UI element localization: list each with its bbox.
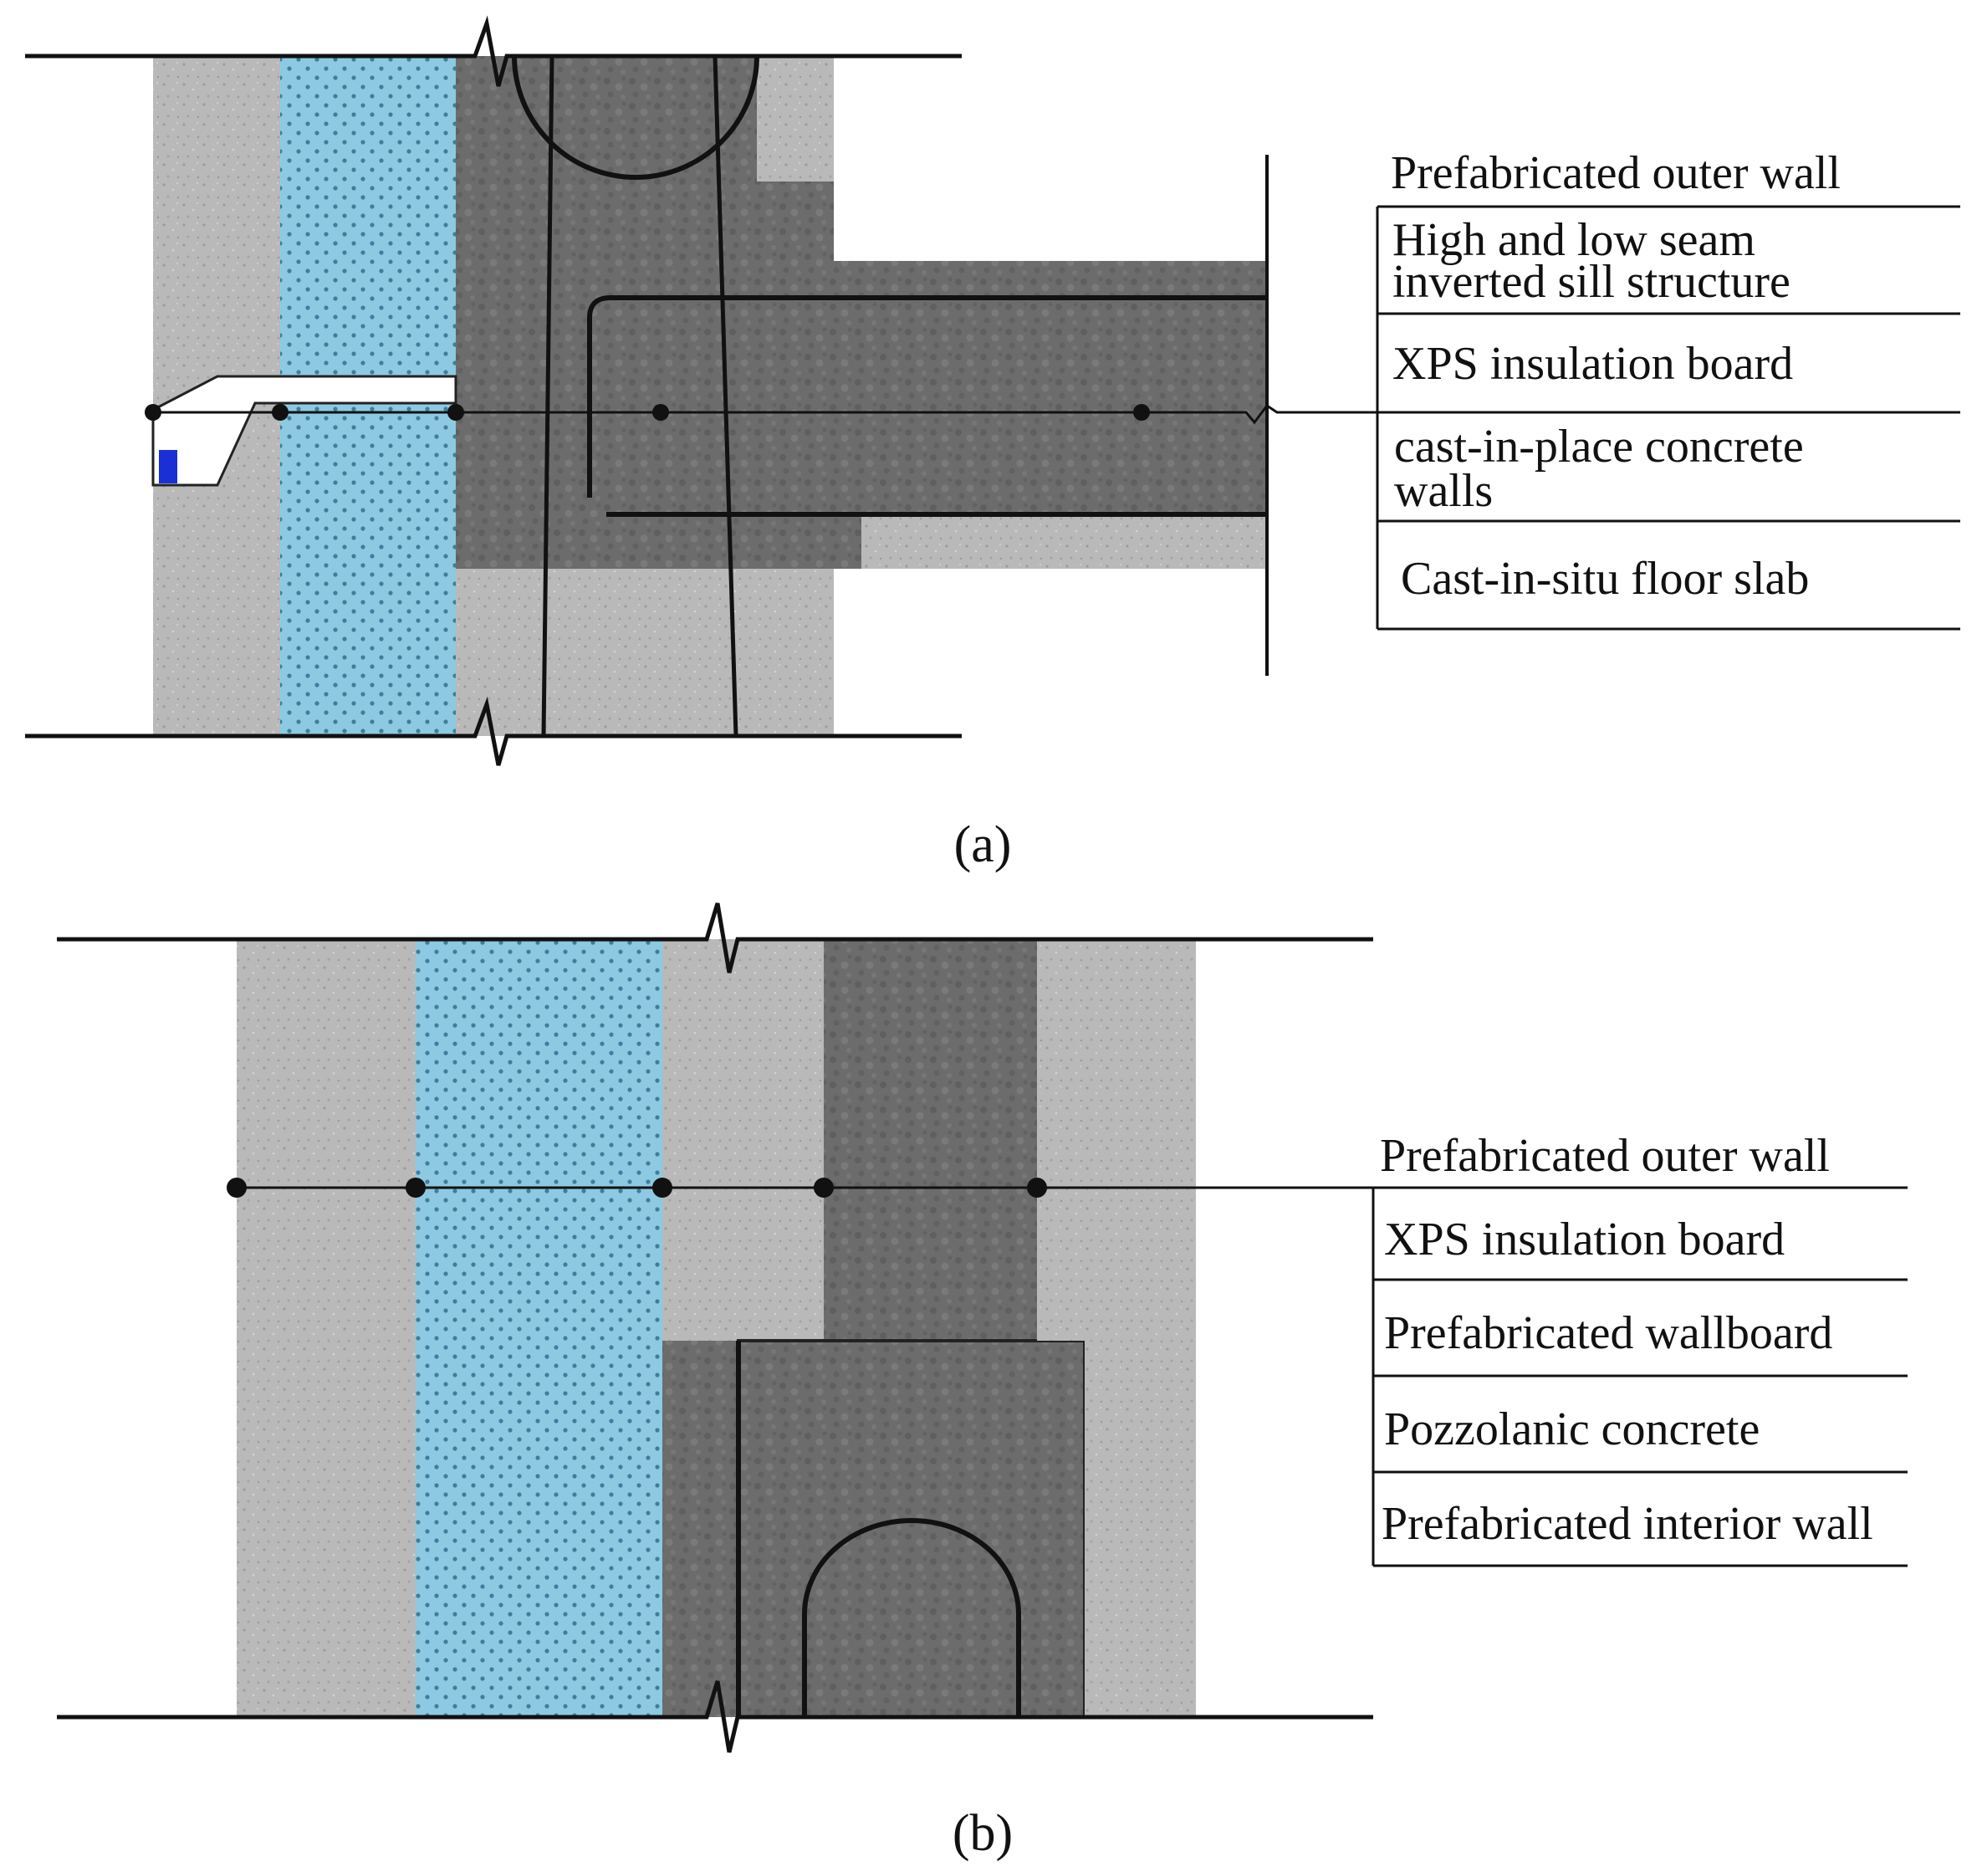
a-leader-dot	[652, 404, 669, 421]
a-legend-outer-wall: Prefabricated outer wall	[1391, 147, 1841, 199]
b-rebar-u-loop	[802, 1518, 1021, 1717]
a-leader-dot	[145, 404, 161, 421]
b-pozzolanic-core	[824, 939, 1037, 1341]
a-rebar-slab-top	[587, 295, 1267, 498]
b-legend-outer-wall: Prefabricated outer wall	[1380, 1130, 1830, 1182]
a-rebar-vertical-left	[541, 55, 554, 737]
a-break-line-top	[25, 15, 962, 87]
a-rebar-loop	[512, 55, 759, 180]
b-legend-wallboard: Prefabricated wallboard	[1384, 1307, 1832, 1359]
a-legend-seam-line2: inverted sill structure	[1392, 256, 1790, 308]
b-caption: (b)	[953, 1805, 1013, 1862]
a-break-line-bottom	[25, 696, 962, 766]
a-inner-leaf-upper	[757, 56, 834, 181]
a-high-low-seam	[151, 375, 457, 487]
b-legend-box	[1372, 1188, 1908, 1567]
a-caption: (a)	[954, 816, 1012, 873]
a-inner-leaf-lower	[456, 569, 834, 736]
figure-b-drawing: Prefabricated outer wall XPS insulation …	[57, 902, 1908, 1862]
a-cast-in-place-concrete	[456, 56, 1267, 569]
b-leader-dot	[814, 1178, 834, 1198]
b-legend-interior-wall: Prefabricated interior wall	[1382, 1498, 1873, 1550]
a-legend-cast-wall-line1: cast-in-place concrete	[1394, 421, 1804, 473]
a-seal-strip	[159, 450, 177, 483]
a-legend-box	[1376, 205, 1960, 631]
a-floor-slab-finish	[861, 517, 1267, 569]
b-leader-dot	[406, 1178, 426, 1198]
a-leader-dot	[447, 404, 464, 421]
b-interior-wall-lower	[1085, 1341, 1196, 1717]
b-break-line-bottom	[57, 1680, 1373, 1753]
a-leader-dot	[1133, 404, 1150, 421]
a-legend-floor-slab: Cast-in-situ floor slab	[1401, 553, 1809, 605]
b-leader-dot	[1027, 1178, 1047, 1198]
b-leader-dot	[652, 1178, 672, 1198]
b-leader-dot	[227, 1178, 247, 1198]
a-leader-dot	[272, 404, 289, 421]
a-legend-xps: XPS insulation board	[1392, 338, 1793, 390]
b-prefab-wallboard	[662, 939, 824, 1341]
b-xps-board	[416, 939, 662, 1717]
b-outer-wall	[237, 939, 416, 1717]
a-legend-seam-line1: High and low seam	[1392, 214, 1755, 266]
b-break-line-top	[57, 902, 1373, 974]
a-rebar-vertical-right	[713, 55, 738, 737]
a-leader-line	[153, 403, 1960, 425]
b-legend-pozzolanic: Pozzolanic concrete	[1384, 1403, 1760, 1455]
b-legend-xps: XPS insulation board	[1384, 1214, 1785, 1265]
a-legend-cast-wall-line2: walls	[1394, 465, 1493, 517]
b-interior-wall	[1037, 939, 1196, 1341]
figure-a-drawing: Prefabricated outer wall High and low se…	[25, 15, 1960, 873]
